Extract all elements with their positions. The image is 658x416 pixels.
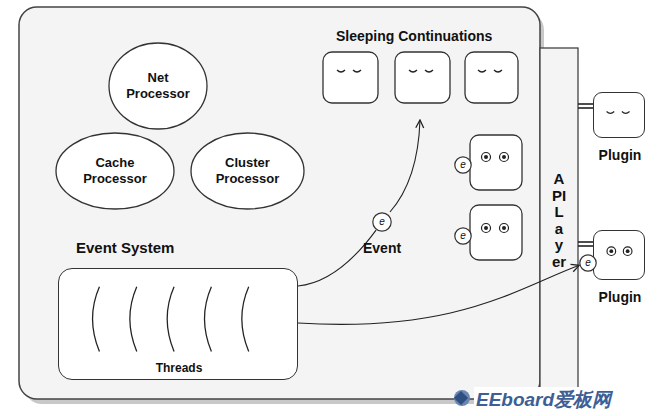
event-circle: e (454, 156, 472, 174)
ellipse-path (109, 43, 207, 129)
node-text: Cache Processor (70, 155, 160, 188)
flow-arrow (298, 230, 376, 286)
circle-path (373, 213, 391, 231)
thread-arc (130, 287, 137, 352)
connector (578, 242, 593, 246)
flow-arrow (298, 265, 579, 324)
node-text: e (585, 258, 591, 268)
sleeping-eyes (607, 111, 630, 113)
processor-ellipse: Cache Processor (55, 132, 175, 210)
node-text: e (460, 160, 466, 170)
node-text: Plugin (599, 147, 642, 163)
circle-path (455, 228, 471, 244)
plugin-link (578, 103, 593, 105)
api-layer-band: API Layer (540, 48, 578, 393)
thread-arc (167, 287, 174, 352)
server-container (19, 7, 540, 399)
plugin-link (578, 241, 593, 243)
plugin-face (594, 231, 644, 279)
sleeping-continuations (323, 52, 522, 260)
ellipse-path (191, 133, 304, 209)
node-text: Threads (156, 361, 203, 375)
watermark: EEboard爱板网 (474, 387, 613, 413)
api-band-outline (540, 48, 578, 393)
eye (623, 247, 632, 256)
eye (607, 247, 616, 256)
node-text: Net Processor (123, 70, 193, 103)
processor-ellipse: Cluster Processor (190, 132, 305, 210)
watermark-logo (454, 390, 470, 406)
plugin-box: Plugin (593, 92, 645, 138)
pupil (626, 249, 630, 253)
event-circle: eEvent (372, 212, 392, 232)
plugin-link (578, 107, 593, 109)
node-text: Event (363, 241, 401, 255)
connector (298, 265, 579, 324)
awake-eyes (482, 153, 509, 233)
circle-path (580, 255, 596, 271)
plugin-link (578, 245, 593, 247)
node-text: e (460, 231, 466, 241)
node-text: e (379, 217, 385, 227)
section-heading: Sleeping Continuations (336, 28, 492, 44)
sleeping-eyes (337, 70, 502, 72)
node-text: Plugin (599, 289, 642, 305)
pupil (609, 249, 613, 253)
node-text: Event System (76, 239, 174, 256)
event-circle: e (454, 227, 472, 245)
circle-path (455, 157, 471, 173)
processor-ellipse: Net Processor (108, 42, 208, 130)
plugin-box: Plugin (593, 230, 645, 280)
event-system-box: Event SystemThreads (58, 268, 298, 380)
thread-arc (242, 287, 249, 352)
node-text: Cluster Processor (205, 155, 290, 188)
thread-arc (93, 287, 100, 352)
event-dispatch-arrow (390, 120, 420, 212)
event-circle: e (579, 254, 597, 272)
ellipse-path (56, 133, 174, 209)
node-text: API Layer (552, 171, 567, 270)
connector (578, 104, 593, 108)
connector (298, 230, 376, 286)
thread-arc (205, 287, 212, 352)
plugin-face (594, 93, 644, 137)
